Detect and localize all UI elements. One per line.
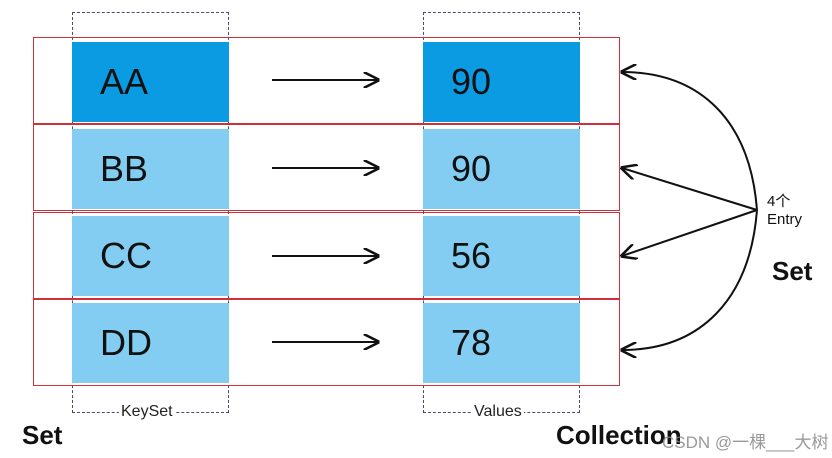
value-text: 56 — [451, 235, 492, 276]
key-cell: AA — [72, 42, 229, 122]
value-text: 90 — [451, 61, 492, 102]
key-text: AA — [100, 61, 149, 102]
value-text: 78 — [451, 322, 492, 363]
entry-row-3 — [33, 299, 620, 386]
set-right-label: Set — [772, 256, 813, 286]
key-text: CC — [100, 235, 152, 276]
entry-row-0 — [33, 37, 620, 124]
key-text: DD — [100, 322, 152, 363]
entry-label: 4个 Entry — [767, 193, 802, 229]
key-text: BB — [100, 148, 149, 189]
key-cell: DD — [72, 303, 229, 383]
entry-text: Entry — [767, 211, 803, 228]
entry-arrow-2 — [622, 209, 758, 256]
value-cell: 56 — [423, 216, 580, 296]
entry-arc-top — [622, 72, 758, 211]
entry-arrow-1 — [622, 168, 758, 211]
set-left-label: Set — [22, 420, 63, 450]
values-label: Values — [472, 403, 524, 421]
entry-count: 4个 — [767, 193, 791, 210]
value-cell: 90 — [423, 42, 580, 122]
value-cell: 78 — [423, 303, 580, 383]
value-cell: 90 — [423, 129, 580, 209]
key-cell: BB — [72, 129, 229, 209]
key-cell: CC — [72, 216, 229, 296]
keyset-label: KeySet — [119, 403, 175, 421]
collection-label: Collection — [556, 420, 682, 450]
value-text: 90 — [451, 148, 492, 189]
entry-arc-bottom — [622, 209, 758, 350]
watermark: CSDN @一棵___大树 — [662, 433, 829, 452]
